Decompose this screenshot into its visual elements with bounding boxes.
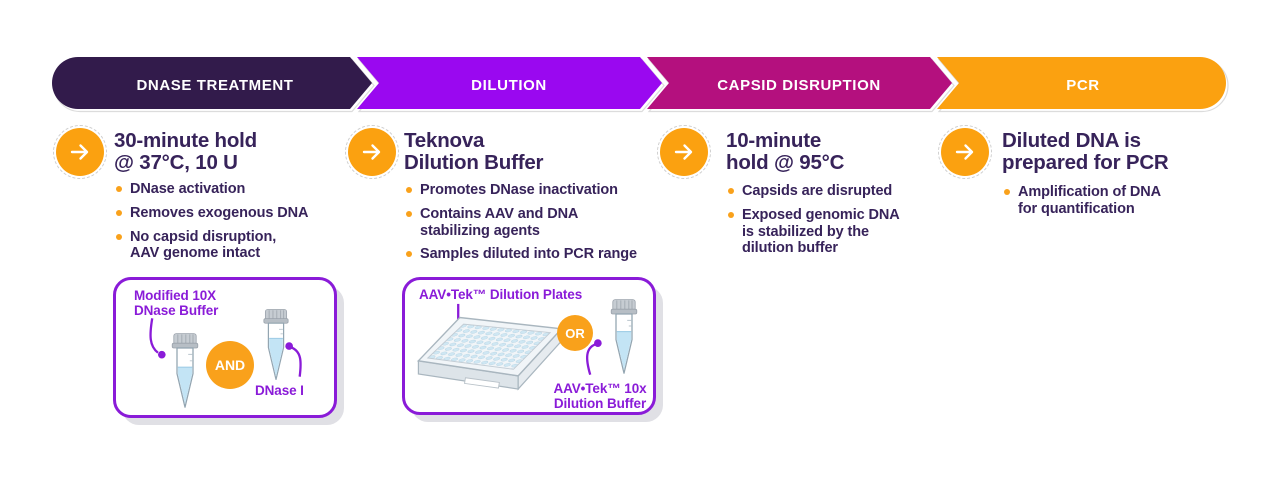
chevron-dilution (357, 57, 662, 109)
chevron-capsid-disruption (647, 57, 952, 109)
bullet-icon (406, 210, 412, 217)
bullet-icon (728, 211, 734, 218)
bullet-text: Promotes DNase inactivation (420, 182, 618, 198)
step1-bullets: DNase activation Removes exogenous DNA N… (116, 181, 346, 262)
step2-bullets: Promotes DNase inactivation Contains AAV… (406, 182, 664, 263)
chevron-pcr (937, 57, 1226, 109)
and-badge: AND (206, 341, 254, 389)
tube-label-dnase-buffer: Modified 10X DNase Buffer (134, 288, 219, 318)
bullet-icon (116, 233, 122, 240)
bullet-text: Amplification of DNA for quantification (1018, 184, 1161, 217)
bullet-text: Capsids are disrupted (742, 183, 893, 199)
step3-bullets: Capsids are disrupted Exposed genomic DN… (728, 183, 928, 257)
step3-marker (657, 125, 711, 179)
tube-label-dilution-buffer: AAV•Tek™ 10x Dilution Buffer (553, 381, 647, 411)
step1-marker (53, 125, 107, 179)
step4-marker (938, 125, 992, 179)
or-badge: OR (557, 315, 593, 351)
chevron-dnase-treatment (52, 57, 372, 109)
list-item: Removes exogenous DNA (116, 205, 346, 222)
step4-heading: Diluted DNA is prepared for PCR (1002, 129, 1169, 175)
bullet-text: Contains AAV and DNA stabilizing agents (420, 205, 579, 239)
process-banner (52, 57, 1229, 113)
list-item: Promotes DNase inactivation (406, 182, 664, 199)
step2-marker (345, 125, 399, 179)
step4-bullets: Amplification of DNA for quantification (1004, 184, 1194, 218)
microtube-icon (263, 309, 289, 381)
microtube-icon (171, 333, 199, 408)
96-well-plate-icon (416, 316, 563, 391)
bullet-text: Exposed genomic DNA is stabilized by the… (742, 206, 900, 257)
arrow-right-icon (348, 128, 396, 176)
dilution-reagents-card: AAV•Tek™ Dilution Plates OR AAV•Tek™ 10x… (402, 277, 656, 415)
step2-heading: Teknova Dilution Buffer (404, 129, 544, 175)
bullet-text: No capsid disruption, AAV genome intact (130, 228, 277, 262)
banner-label-dnase-treatment: DNASE TREATMENT (136, 77, 294, 94)
bullet-text: Removes exogenous DNA (130, 204, 309, 221)
bullet-icon (406, 187, 412, 193)
banner-label-capsid-disruption: CAPSID DISRUPTION (717, 77, 881, 94)
list-item: Amplification of DNA for quantification (1004, 184, 1194, 218)
microtube-icon (610, 299, 638, 374)
banner-label-pcr: PCR (1066, 77, 1100, 94)
list-item: Contains AAV and DNA stabilizing agents (406, 206, 664, 240)
bullet-icon (406, 251, 412, 258)
plate-label: AAV•Tek™ Dilution Plates (419, 287, 583, 302)
list-item: Samples diluted into PCR range (406, 246, 664, 263)
bullet-icon (116, 209, 122, 216)
arrow-right-icon (941, 128, 989, 176)
list-item: DNase activation (116, 181, 346, 198)
bullet-icon (1004, 189, 1010, 195)
bullet-icon (116, 186, 122, 192)
bullet-text: Samples diluted into PCR range (420, 246, 637, 263)
bullet-text: DNase activation (130, 181, 246, 197)
list-item: Capsids are disrupted (728, 183, 928, 200)
step1-heading: 30-minute hold @ 37°C, 10 U (114, 129, 257, 175)
step3-heading: 10-minute hold @ 95°C (726, 129, 845, 175)
banner-label-dilution: DILUTION (471, 77, 547, 94)
list-item: No capsid disruption, AAV genome intact (116, 229, 346, 263)
arrow-right-icon (660, 128, 708, 176)
arrow-right-icon (56, 128, 104, 176)
bullet-icon (728, 188, 734, 194)
dnase-reagents-card: Modified 10X DNase Buffer AND DNase I (113, 277, 337, 418)
list-item: Exposed genomic DNA is stabilized by the… (728, 207, 928, 257)
tube-label-dnase-i: DNase I (255, 383, 304, 398)
